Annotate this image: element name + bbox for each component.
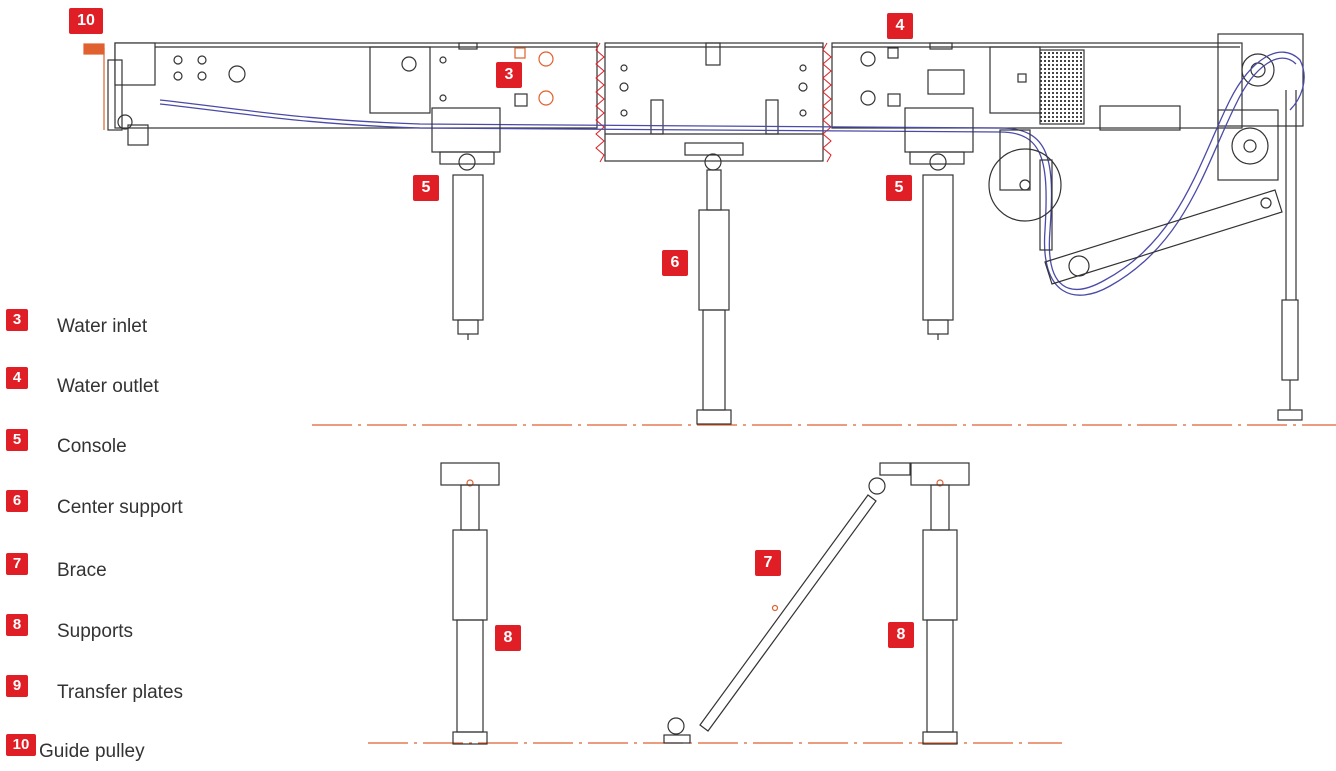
brace-drawing [663, 462, 911, 744]
water-hose [159, 51, 1305, 296]
support-right-drawing [910, 462, 970, 745]
legend-label: Console [57, 436, 127, 457]
break-marks [595, 42, 832, 163]
legend-label: Water outlet [57, 376, 159, 397]
legend-badge: 9 [6, 675, 28, 697]
callout-console-right: 5 [886, 175, 912, 201]
legend-badge: 3 [6, 309, 28, 331]
legend-label: Brace [57, 560, 107, 581]
callout-center-support: 6 [662, 250, 688, 276]
legend-label: Center support [57, 497, 183, 518]
legend-badge: 5 [6, 429, 28, 451]
hose-reel [988, 129, 1062, 251]
callout-console-left: 5 [413, 175, 439, 201]
legend-label: Supports [57, 621, 134, 642]
callout-support-right: 8 [888, 622, 914, 648]
center-support [696, 153, 732, 425]
callout-water-outlet: 4 [887, 13, 913, 39]
legend-badge: 7 [6, 553, 28, 575]
legend-label: Guide pulley [39, 741, 145, 762]
legend-badge: 10 [6, 734, 36, 756]
callout-support-left: 8 [495, 625, 521, 651]
console-leg-right [904, 107, 974, 340]
legend-label: Water inlet [57, 316, 148, 337]
legend-label: Transfer plates [57, 682, 184, 703]
callout-water-inlet: 3 [496, 62, 522, 88]
callout-guide-pulley: 10 [69, 8, 103, 34]
legend-badge: 6 [6, 490, 28, 512]
support-left-drawing [440, 462, 500, 745]
console-leg-left [431, 107, 501, 340]
swing-arm [1044, 189, 1283, 285]
right-end-leg [1277, 299, 1303, 421]
callout-brace: 7 [755, 550, 781, 576]
legend-badge: 4 [6, 367, 28, 389]
guide-pulley [83, 43, 149, 146]
legend-badge: 8 [6, 614, 28, 636]
main-beam [114, 33, 1304, 300]
